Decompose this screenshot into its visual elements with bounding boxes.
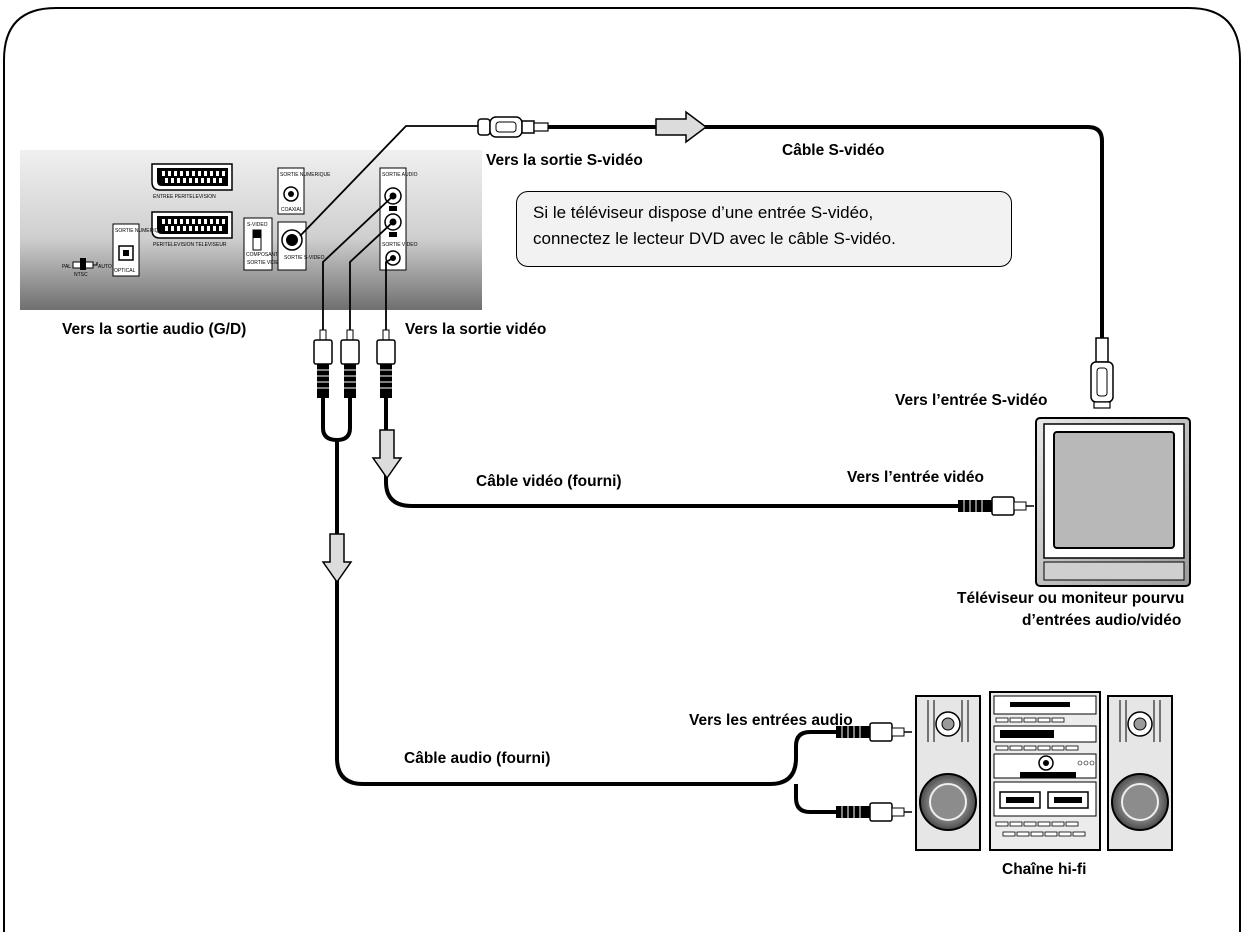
dvd-rear-panel: ENTREE PERITELEVISION PERITELEVISION TEL… [20,150,482,310]
note-line-2: connectez le lecteur DVD avec le câble S… [533,229,896,248]
video-direction-arrow [371,429,403,480]
video-cable [384,398,958,508]
svideo-output-jack: SORTIE S-VIDEO [277,221,325,271]
rca-leads [322,195,394,330]
label-audio-inputs: Vers les entrées audio [689,712,853,729]
switch-sortie-label: SORTIE VIDEO [247,260,283,266]
switch-component-label: COMPOSANTE [246,252,282,258]
pal-ntsc-switch: PAL AUTO NTSC [62,258,112,278]
rca-plug-left [313,329,333,398]
tv-monitor [1035,417,1191,587]
optical-header-label: SORTIE NUMERIQUE [115,228,166,234]
scart-tv-connector: ENTREE PERITELEVISION [151,163,233,200]
rca-plug-hifi-bottom [836,802,912,822]
left-speaker [915,695,981,851]
svideo-jack-label: SORTIE S-VIDEO [284,255,325,261]
label-audio-output: Vers la sortie audio (G/D) [62,321,247,338]
hifi-system [915,691,1173,851]
coax-label: COAXIAL [281,207,303,213]
audio-cable [321,398,836,814]
switch-svideo-label: S-VIDEO [247,222,268,228]
video-out-label: SORTIE VIDEO [382,242,418,248]
scart-vcr-label: PERITELEVISION TELEVISEUR [153,242,227,248]
coax-header-label: SORTIE NUMERIQUE [280,172,331,178]
label-svideo-input: Vers l’entrée S-vidéo [895,392,1048,409]
rca-plug-hifi-top [836,722,912,742]
auto-label: AUTO [98,264,112,270]
right-speaker [1107,695,1173,851]
label-svideo-cable: Câble S-vidéo [782,142,885,159]
label-hifi: Chaîne hi-fi [1002,861,1087,878]
svideo-plug-tv [1090,337,1114,409]
rca-plug-video [376,329,396,398]
optical-output-jack: SORTIE NUMERIQUE OPTICAL [112,223,166,277]
label-svideo-output: Vers la sortie S-vidéo [486,152,643,169]
label-tv-line-1: Téléviseur ou moniteur pourvu [957,590,1185,607]
label-video-cable: Câble vidéo (fourni) [476,473,622,490]
audio-direction-arrow [321,533,353,584]
note-line-1: Si le téléviseur dispose d’une entrée S-… [533,203,874,222]
outer-frame [3,7,1241,932]
optical-label: OPTICAL [114,268,136,274]
svideo-plug-dvd [477,116,549,138]
audio-out-label: SORTIE AUDIO [382,172,418,178]
svideo-cable [299,125,1104,338]
video-output-switch: S-VIDEO COMPOSANTE SORTIE VIDEO [243,217,283,271]
scart-tv-label: ENTREE PERITELEVISION [153,194,216,200]
svideo-note-box: Si le téléviseur dispose d’une entrée S-… [516,191,1012,267]
hifi-main-unit [989,691,1101,851]
label-tv-line-2: d’entrées audio/vidéo [1022,612,1182,629]
rca-plug-tv-video [958,496,1034,516]
pal-label: PAL [62,264,71,270]
scart-vcr-connector: PERITELEVISION TELEVISEUR [151,211,233,248]
svideo-direction-arrow [655,110,708,144]
coaxial-output-jack: SORTIE NUMERIQUE COAXIAL [277,167,331,215]
ntsc-label: NTSC [74,272,88,278]
rca-plug-right [340,329,360,398]
label-video-input: Vers l’entrée vidéo [847,469,984,486]
label-video-output: Vers la sortie vidéo [405,321,547,338]
label-audio-cable: Câble audio (fourni) [404,750,551,767]
